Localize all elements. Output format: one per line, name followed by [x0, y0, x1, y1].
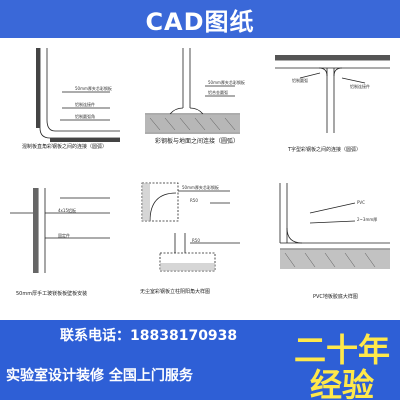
drawing-pvc-note-1: PVC: [357, 200, 365, 205]
drawing-column-svg: [141, 182, 240, 272]
contact-phone: 18838170938: [130, 328, 238, 344]
drawing-column-note-1: 50mm厚夹芯彩钢板: [182, 185, 219, 190]
drawing-pvc-caption: PVC地板胶底大样图: [313, 294, 358, 300]
drawing-t-caption: T字型彩钢板之间的连接（圆弧）: [288, 147, 362, 153]
drawing-area: 50mm厚夹芯彩钢板 铝制连接件 铝制圆弧角 混制板直角彩钢板之间的连接（圆弧）: [0, 38, 400, 320]
drawing-wall-panel: 4x15铝板 固定件 50mm厚手工玻镁板板壁板安装: [0, 173, 130, 320]
badge-line-1: 二十年: [293, 331, 390, 369]
drawing-column-corners: 50mm厚夹芯彩钢板 R50 R50 无尘室彩钢板立柱阴阳角大样图: [130, 173, 265, 320]
drawing-wall-caption: 50mm厚手工玻镁板板壁板安装: [16, 291, 88, 297]
drawing-wall-note-2: 固定件: [58, 233, 70, 238]
drawing-t-note-1: 铝制圆弧: [292, 78, 308, 83]
drawing-floor-note-2: 铝合金圆弧: [208, 90, 228, 95]
badge-line-2: 经验: [309, 366, 374, 400]
drawing-t-note-2: 铝制连接件: [350, 84, 370, 89]
drawing-t-svg: [275, 55, 390, 133]
drawing-pvc-note-2: 2~3mm厚: [357, 217, 378, 222]
header-banner: CAD图纸: [0, 0, 400, 38]
drawing-corner-svg: [36, 48, 120, 142]
services-text: 实验室设计装修 全国上门服务: [6, 368, 193, 384]
drawing-corner-note-1: 50mm厚夹芯彩钢板: [75, 86, 112, 91]
drawing-floor-note-1: 50mm厚夹芯彩钢板: [208, 80, 245, 85]
drawing-pvc-svg: [279, 183, 390, 269]
drawing-wall-note-1: 4x15铝板: [58, 208, 77, 213]
drawing-corner-note-2: 铝制连接件: [75, 102, 95, 107]
drawing-column-note-2: R50: [190, 198, 198, 203]
contact-line: 联系电话：18838170938: [60, 325, 237, 345]
drawing-corner-connection: 50mm厚夹芯彩钢板 铝制连接件 铝制圆弧角 混制板直角彩钢板之间的连接（圆弧）: [0, 38, 130, 173]
drawing-corner-note-3: 铝制圆弧角: [75, 114, 95, 119]
drawing-t-connection: 铝制圆弧 铝制连接件 T字型彩钢板之间的连接（圆弧）: [270, 38, 400, 173]
drawing-column-note-3: R50: [192, 238, 200, 243]
page-title: CAD图纸: [145, 8, 255, 36]
drawing-wall-svg: [10, 188, 110, 273]
drawing-floor-svg: [145, 48, 240, 134]
drawing-pvc-floor: PVC 2~3mm厚 PVC地板胶底大样图: [265, 173, 400, 320]
drawing-floor-caption: 彩钢板与地面之间连接（圆弧）: [155, 138, 240, 145]
drawing-column-caption: 无尘室彩钢板立柱阴阳角大样图: [140, 289, 211, 295]
drawing-corner-caption: 混制板直角彩钢板之间的连接（圆弧）: [22, 144, 108, 150]
drawing-floor-connection: 50mm厚夹芯彩钢板 铝合金圆弧 彩钢板与地面之间连接（圆弧）: [130, 38, 270, 173]
contact-label: 联系电话：: [60, 328, 130, 344]
experience-badge: 二十年 经验: [284, 322, 400, 400]
